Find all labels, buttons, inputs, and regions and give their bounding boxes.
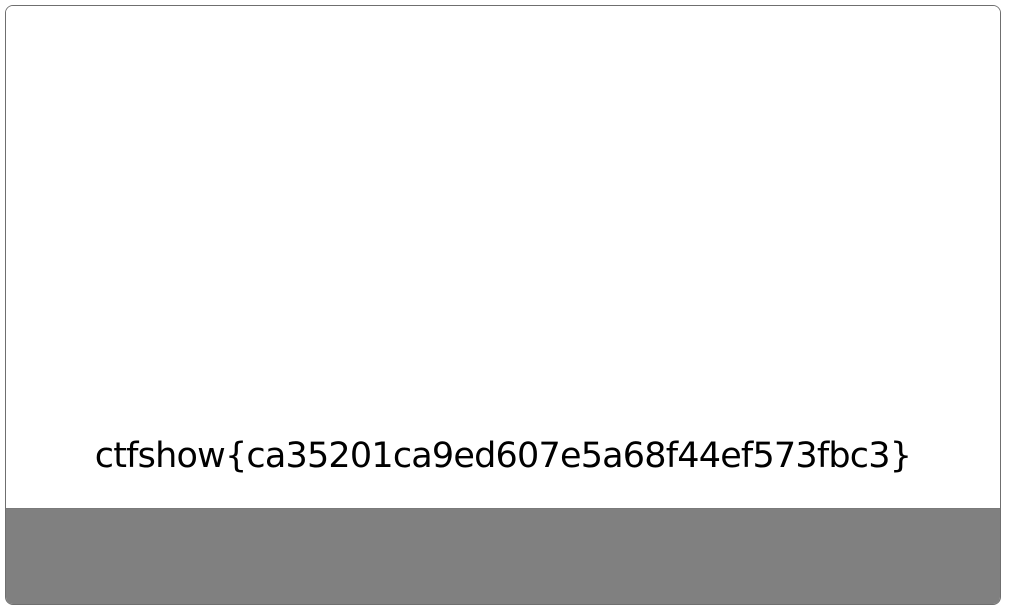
footer-bar <box>6 508 1000 604</box>
message-window: ctfshow{ca35201ca9ed607e5a68f44ef573fbc3… <box>5 5 1001 605</box>
flag-message: ctfshow{ca35201ca9ed607e5a68f44ef573fbc3… <box>94 436 912 476</box>
message-area: ctfshow{ca35201ca9ed607e5a68f44ef573fbc3… <box>6 6 1000 510</box>
